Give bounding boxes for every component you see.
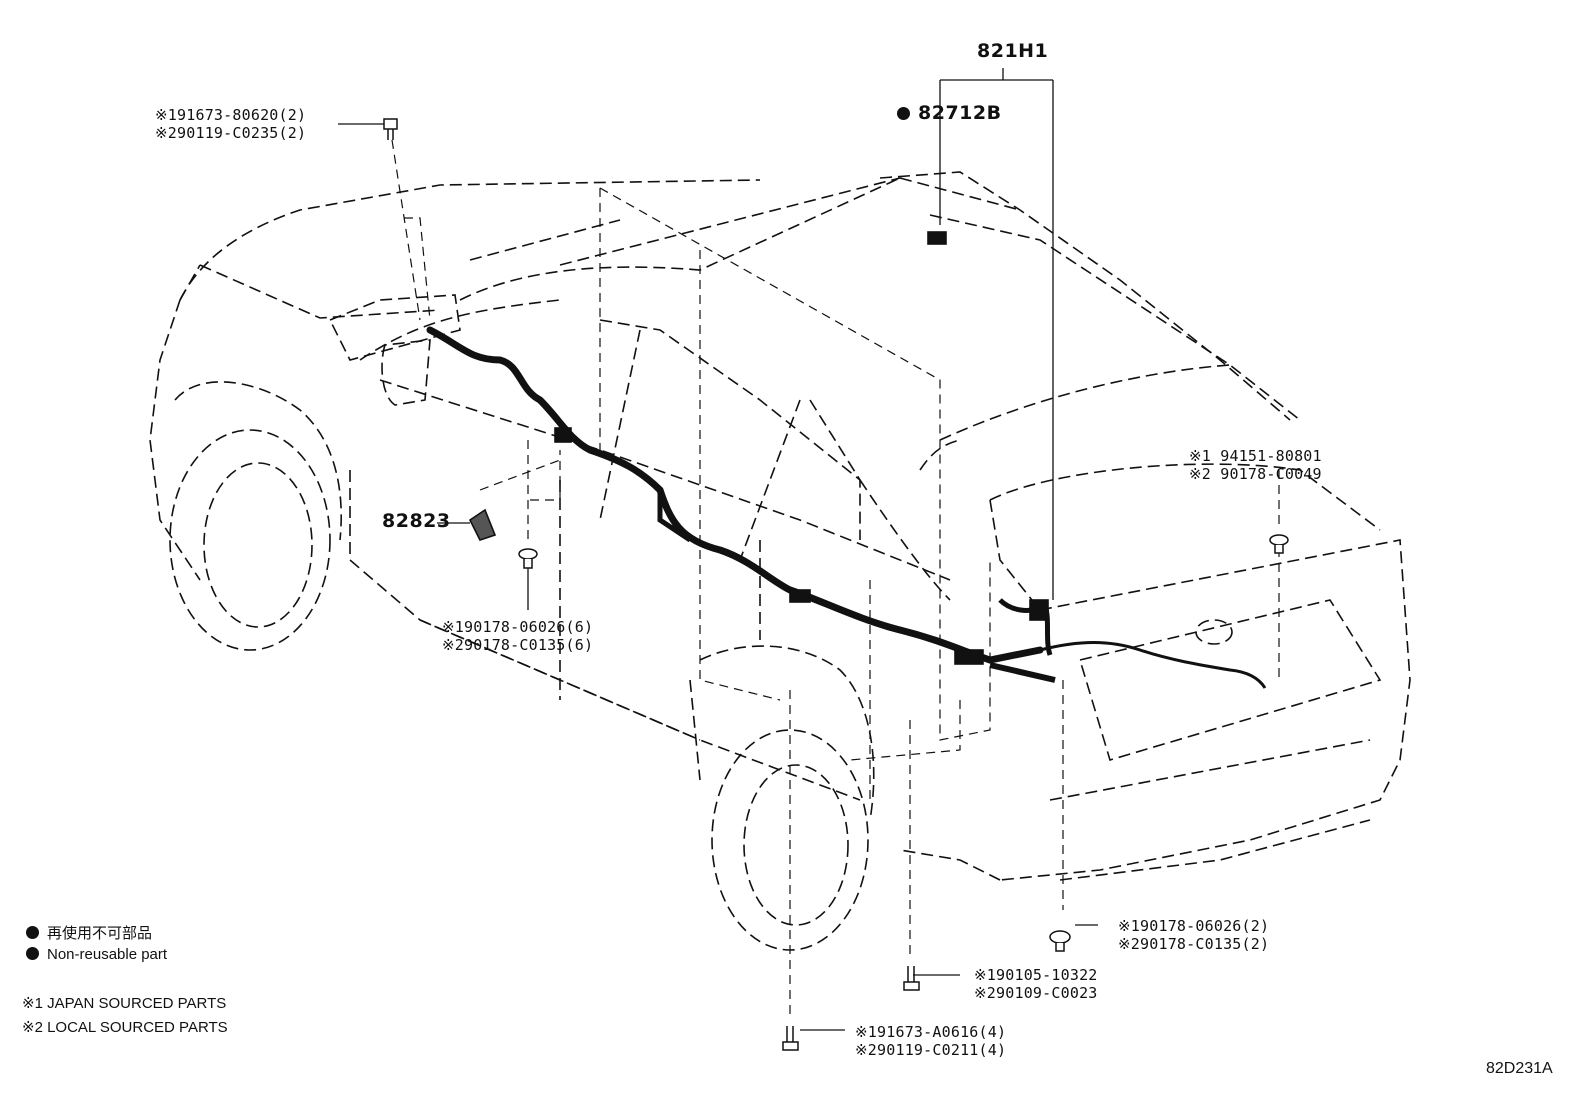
callout-clip-bottom-right-1: ※190178-06026(2) (1118, 917, 1270, 935)
callout-clip-right-1: ※1 94151-80801 (1189, 447, 1322, 465)
wire-harness-821H1 (426, 326, 1267, 689)
leader-lines (338, 68, 1098, 1031)
callout-clip-right-2: ※2 90178-C0049 (1189, 465, 1322, 483)
non-reusable-dot-icon (26, 926, 39, 939)
fasteners (383, 118, 1289, 1051)
part-number-82823: 82823 (382, 510, 451, 532)
part-number-82712B: 82712B (897, 102, 1002, 124)
front-wheel (169, 429, 331, 651)
part-number-821H1: 821H1 (977, 40, 1049, 62)
callout-clip-left-1: ※190178-06026(6) (442, 618, 594, 636)
legend-non-reusable-en-text: Non-reusable part (47, 946, 168, 963)
car-body-outline (149, 171, 1411, 881)
legend-non-reusable-jp: 再使用不可部品 (26, 922, 152, 943)
callout-bolt-bottom-2: ※290119-C0211(4) (855, 1041, 1007, 1059)
callout-top-left-bolt-1: ※191673-80620(2) (155, 106, 307, 124)
projection-lines (391, 139, 1280, 1020)
callout-bolt-bottom-1: ※191673-A0616(4) (855, 1023, 1007, 1041)
legend-non-reusable-jp-text: 再使用不可部品 (47, 925, 153, 942)
callout-bolt-bottom-mid-1: ※190105-10322 (974, 966, 1098, 984)
diagram-code: 82D231A (1486, 1060, 1553, 1077)
callout-bolt-bottom-mid-2: ※290109-C0023 (974, 984, 1098, 1002)
callout-clip-left-2: ※290178-C0135(6) (442, 636, 594, 654)
non-reusable-dot-icon (26, 947, 39, 960)
callout-top-left-bolt-2: ※290119-C0235(2) (155, 124, 307, 142)
part-82712B-block (927, 231, 947, 245)
legend-non-reusable-en: Non-reusable part (26, 946, 167, 963)
legend-japan-sourced: ※1 JAPAN SOURCED PARTS (22, 995, 227, 1012)
non-reusable-dot-icon (897, 107, 910, 120)
part-82823-bracket (468, 508, 497, 541)
callout-clip-bottom-right-2: ※290178-C0135(2) (1118, 935, 1270, 953)
legend-local-sourced: ※2 LOCAL SOURCED PARTS (22, 1019, 228, 1036)
part-82712B-label: 82712B (918, 102, 1002, 124)
